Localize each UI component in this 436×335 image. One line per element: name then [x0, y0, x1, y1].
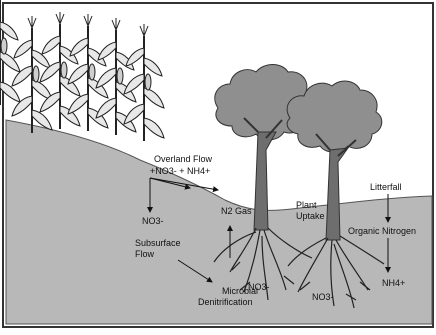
label-nh4-right: NH4+: [382, 278, 405, 288]
label-plant-uptake-line1: Plant: [296, 200, 317, 210]
label-subsurface-line2: Flow: [135, 249, 155, 259]
label-plant-uptake-line2: Uptake: [296, 211, 325, 221]
label-litterfall: Litterfall: [370, 182, 402, 192]
label-no3-roots-1: NO3-: [248, 282, 270, 292]
label-organic-nitrogen: Organic Nitrogen: [348, 226, 416, 236]
label-overland-flow-ions: +NO3- + NH4+: [150, 166, 210, 176]
label-subsurface-line1: Subsurface: [135, 238, 181, 248]
label-overland-flow: Overland Flow: [154, 154, 213, 164]
label-no3-left: NO3-: [142, 216, 164, 226]
label-microbial-line2: Denitrification: [198, 297, 253, 307]
label-no3-roots-2: NO3-: [312, 292, 334, 302]
label-n2-gas: N2 Gas: [221, 206, 252, 216]
